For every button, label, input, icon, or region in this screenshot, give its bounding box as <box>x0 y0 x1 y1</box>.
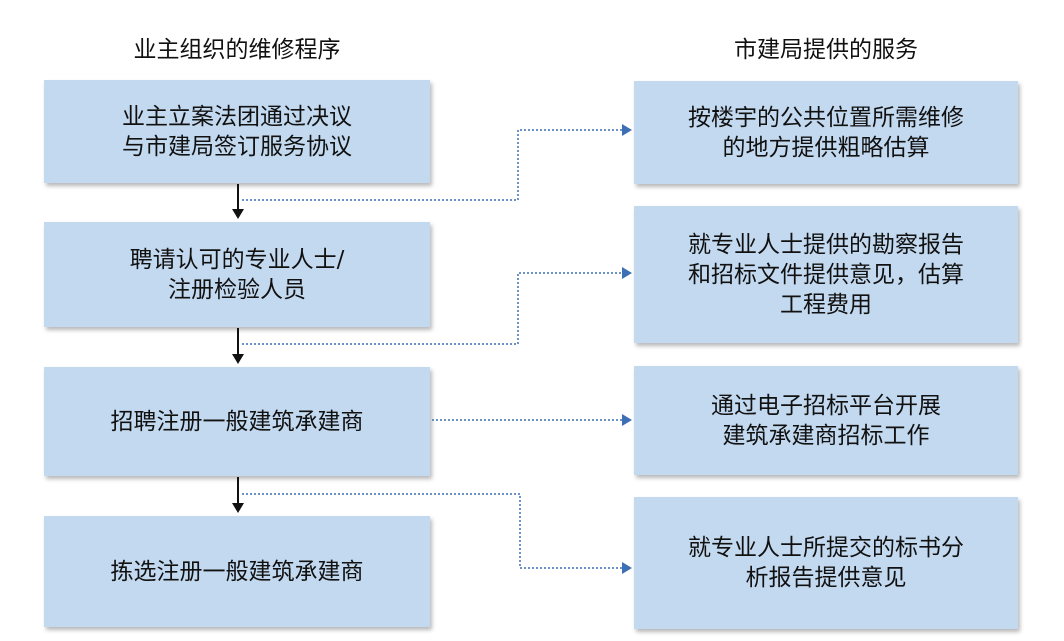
ura-service-3-box: 通过电子招标平台开展 建筑承建商招标工作 <box>634 366 1018 475</box>
ura-service-4-label: 就专业人士所提交的标书分 析报告提供意见 <box>688 535 964 591</box>
ura-service-1-box: 按楼宇的公共位置所需维修 的地方提供粗略估算 <box>634 81 1018 184</box>
ura-service-4-box: 就专业人士所提交的标书分 析报告提供意见 <box>634 497 1018 629</box>
ura-service-2-label: 就专业人士提供的勘察报告 和招标文件提供意见，估算 工程费用 <box>688 231 964 318</box>
ura-service-3-label: 通过电子招标平台开展 建筑承建商招标工作 <box>711 392 941 449</box>
flow-arrowhead-2 <box>232 354 244 364</box>
service-link-arrowhead-1 <box>622 124 632 136</box>
ura-service-2-box: 就专业人士提供的勘察报告 和招标文件提供意见，估算 工程费用 <box>634 206 1018 343</box>
left-column-title: 业主组织的维修程序 <box>133 37 341 63</box>
flow-arrowhead-3 <box>232 503 244 513</box>
flow-arrowhead-1 <box>232 209 244 219</box>
owner-step-3-box: 招聘注册一般建筑承建商 <box>44 367 430 476</box>
owner-step-2-label: 聘请认可的专业人士/ 注册检验人员 <box>129 246 345 303</box>
service-link-arrowhead-2 <box>622 267 632 279</box>
right-column-title: 市建局提供的服务 <box>734 37 918 63</box>
owner-step-3-label: 招聘注册一般建筑承建商 <box>110 408 364 435</box>
ura-service-1-label: 按楼宇的公共位置所需维修 的地方提供粗略估算 <box>688 104 964 161</box>
owner-step-4-box: 拣选注册一般建筑承建商 <box>44 516 430 627</box>
owner-step-1-box: 业主立案法团通过决议 与市建局签订服务协议 <box>44 80 430 183</box>
owner-step-2-box: 聘请认可的专业人士/ 注册检验人员 <box>44 222 430 327</box>
service-link-arrowhead-4 <box>622 562 632 574</box>
service-link-arrowhead-3 <box>622 414 632 426</box>
owner-step-4-label: 拣选注册一般建筑承建商 <box>110 558 364 585</box>
owner-step-1-label: 业主立案法团通过决议 与市建局签订服务协议 <box>122 103 352 160</box>
